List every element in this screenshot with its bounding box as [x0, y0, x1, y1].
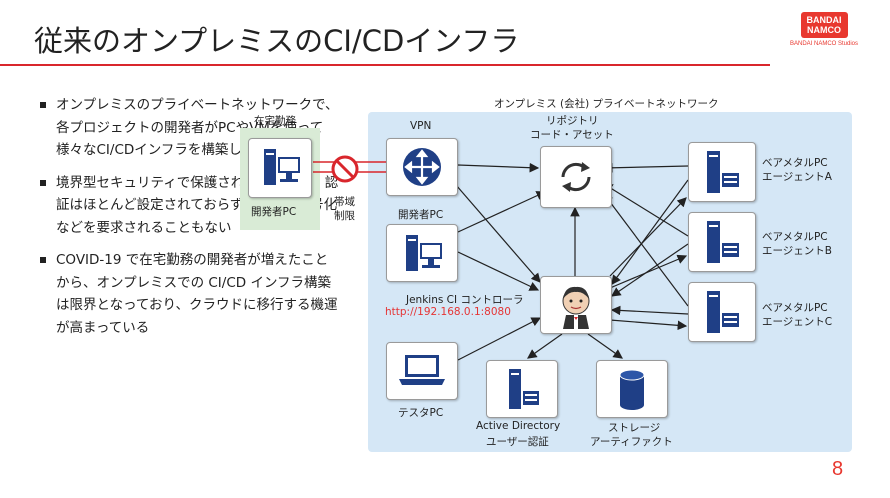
agent-c-label-2: エージェントC: [762, 316, 833, 328]
network-label: オンプレミス (会社) プライベートネットワーク: [494, 98, 719, 110]
repo-label-2: コード・アセット: [530, 129, 614, 141]
laptop-icon: [399, 355, 445, 385]
storage-label-2: アーティファクト: [590, 436, 673, 448]
jenkins-label: Jenkins CI コントローラ: [406, 294, 524, 306]
repo-label-1: リポジトリ: [546, 115, 599, 127]
developer-pc-node: [386, 224, 458, 282]
prohibited-icon: [331, 155, 359, 183]
ad-label-1: Active Directory: [476, 420, 561, 432]
bandai-namco-logo: BANDAI NAMCO BANDAI NAMCO Studios: [772, 12, 876, 58]
jenkins-icon: [562, 286, 590, 329]
home-pc-label: 開発者PC: [251, 206, 297, 218]
title-underline: [0, 64, 770, 66]
bandwidth-label-1: 帯域: [334, 196, 355, 208]
pc-icon: [406, 235, 442, 271]
agent-c-node: [688, 282, 756, 342]
active-directory-node: [486, 360, 558, 418]
home-developer-pc-node: [248, 138, 312, 198]
vpn-label: VPN: [410, 120, 432, 132]
logo-subtitle: BANDAI NAMCO Studios: [789, 41, 859, 47]
agent-a-label-1: ベアメタルPC: [762, 157, 828, 169]
agent-a-label-2: エージェントA: [762, 171, 832, 183]
storage-label-1: ストレージ: [608, 422, 661, 434]
dev-pc-label: 開発者PC: [398, 209, 444, 221]
tester-pc-node: [386, 342, 458, 400]
agent-a-node: [688, 142, 756, 202]
sync-icon: [561, 162, 591, 192]
database-icon: [619, 369, 645, 410]
bandwidth-label-2: 制限: [334, 210, 355, 222]
bullet-item: COVID-19 で在宅勤務の開発者が増えたことから、オンプレミスでの CI/C…: [40, 249, 340, 339]
logo-line-2: NAMCO: [807, 25, 841, 35]
page-number: 8: [832, 458, 844, 480]
server-icon: [707, 151, 739, 193]
logo-line-1: BANDAI: [806, 15, 842, 25]
server-icon: [509, 369, 539, 409]
agent-b-node: [688, 212, 756, 272]
storage-node: [596, 360, 668, 418]
slide-title: 従来のオンプレミスのCI/CDインフラ: [34, 24, 520, 58]
server-icon: [707, 221, 739, 263]
agent-b-label-2: エージェントB: [762, 245, 832, 257]
ad-label-2: ユーザー認証: [486, 436, 549, 448]
agent-b-label-1: ベアメタルPC: [762, 231, 828, 243]
bullet-item: オンプレミスのプライベートネットワークで、各プロジェクトの開発者がPCやVMを使…: [40, 94, 340, 162]
server-icon: [707, 291, 739, 333]
repository-node: [540, 146, 612, 208]
home-label: 在宅勤務: [254, 115, 296, 127]
tester-pc-label: テスタPC: [398, 407, 444, 419]
jenkins-url: http://192.168.0.1:8080: [385, 306, 511, 318]
logo-mark: BANDAI NAMCO: [800, 12, 848, 38]
vpn-node: [386, 138, 458, 196]
jenkins-node: [540, 276, 612, 334]
pc-icon: [264, 149, 300, 185]
agent-c-label-1: ベアメタルPC: [762, 302, 828, 314]
router-icon: [403, 148, 441, 186]
